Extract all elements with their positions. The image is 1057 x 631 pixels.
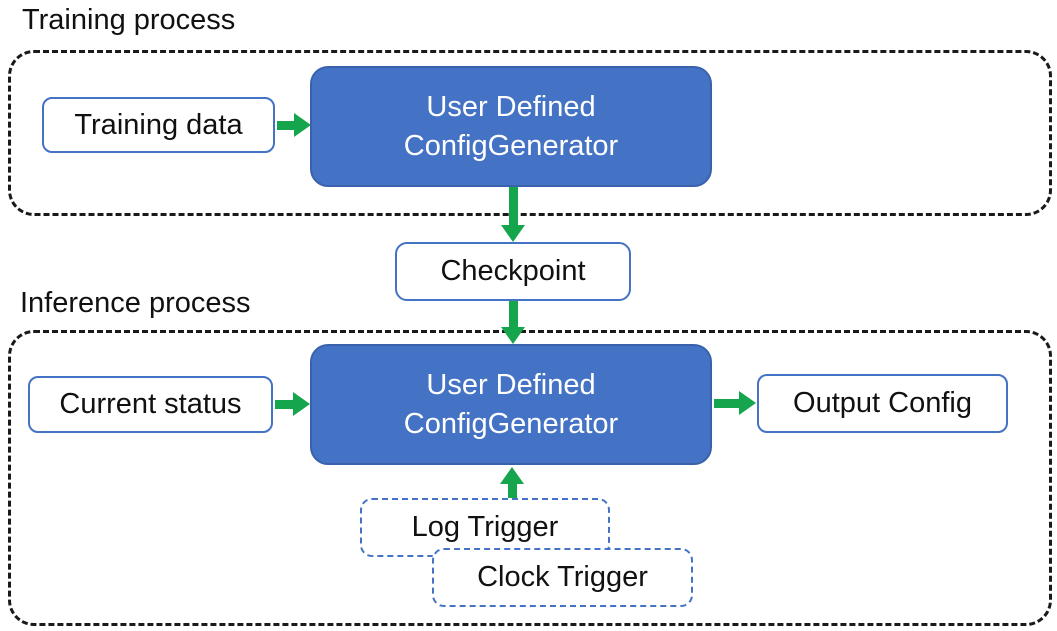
- arrow-right-icon-current-status-to-generator: [275, 392, 310, 416]
- arrow-head: [501, 327, 525, 344]
- clock-trigger-box: Clock Trigger: [432, 548, 693, 607]
- arrow-head: [294, 113, 311, 137]
- arrow-head: [501, 225, 525, 242]
- training-process-label: Training process: [22, 4, 236, 36]
- training-config-generator-box: User Defined ConfigGenerator: [310, 66, 712, 187]
- arrow-tail: [277, 120, 294, 130]
- arrow-right-icon-generator-to-output-config: [714, 391, 756, 415]
- generator-label-line2: ConfigGenerator: [403, 129, 619, 162]
- arrow-up-icon-triggers-to-generator: [500, 467, 524, 498]
- arrow-right-icon-training-data-to-generator: [277, 113, 311, 137]
- arrow-tail: [507, 484, 517, 498]
- inference-process-frame: [8, 330, 1052, 626]
- output-config-box: Output Config: [757, 374, 1008, 433]
- generator-label-line2: ConfigGenerator: [403, 407, 619, 440]
- arrow-tail: [508, 301, 518, 327]
- arrow-head: [500, 467, 524, 484]
- arrow-down-icon-generator-to-checkpoint: [501, 187, 525, 242]
- log-trigger-box: Log Trigger: [360, 498, 610, 557]
- arrow-down-icon-checkpoint-to-inference-generator: [501, 301, 525, 344]
- arrow-tail: [508, 187, 518, 225]
- training-data-box: Training data: [42, 97, 275, 153]
- checkpoint-box: Checkpoint: [395, 242, 631, 301]
- training-process-frame: [8, 50, 1052, 216]
- arrow-head: [739, 391, 756, 415]
- arrow-tail: [714, 398, 739, 408]
- generator-label-line1: User Defined: [426, 368, 596, 401]
- generator-label-line1: User Defined: [426, 90, 596, 123]
- inference-process-label: Inference process: [20, 287, 251, 319]
- arrow-head: [293, 392, 310, 416]
- current-status-box: Current status: [28, 376, 273, 433]
- arrow-tail: [275, 399, 293, 409]
- inference-config-generator-box: User Defined ConfigGenerator: [310, 344, 712, 465]
